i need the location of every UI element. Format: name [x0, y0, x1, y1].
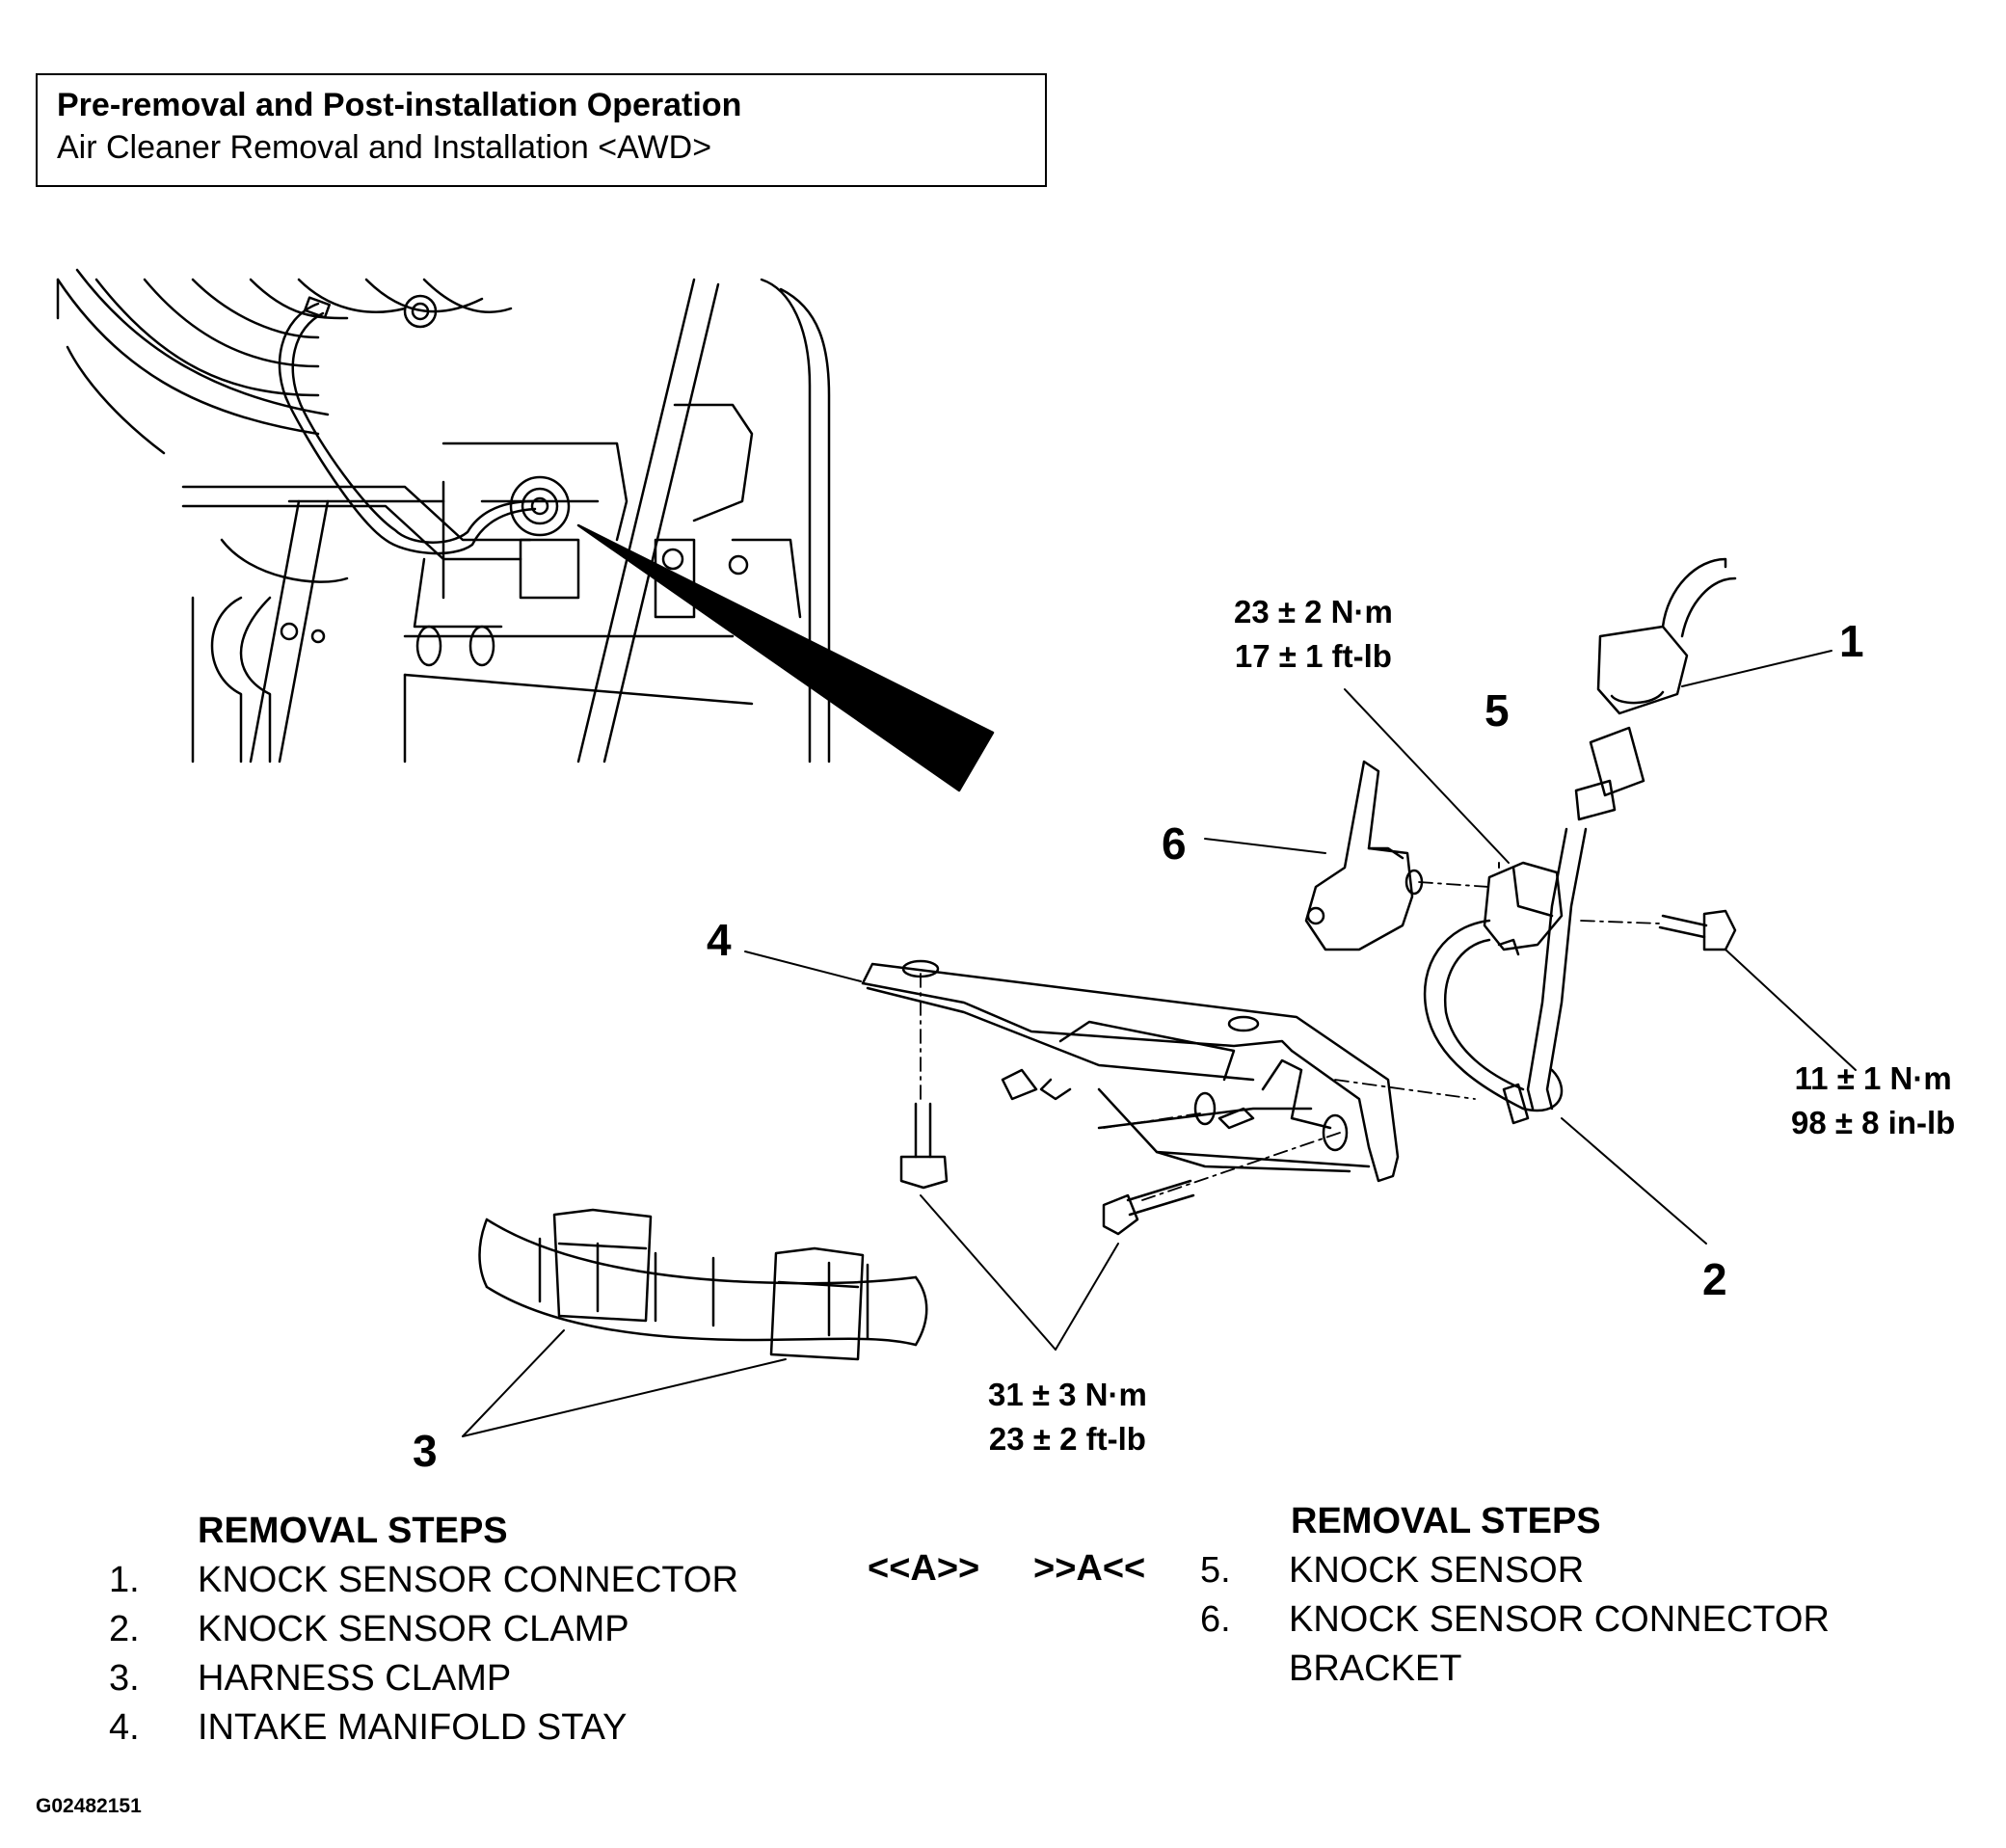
callout-6: 6 — [1162, 818, 1187, 869]
stay-bolt-horizontal — [1102, 1179, 1195, 1236]
step-number: 1. — [109, 1560, 140, 1600]
torque-sensor: 23 ± 2 N·m 17 ± 1 ft-lb — [1234, 590, 1393, 679]
knock-sensor-assembly — [1423, 557, 1737, 1125]
callout-5: 5 — [1484, 685, 1510, 736]
step-number: 3. — [109, 1658, 140, 1699]
view-pointer — [576, 523, 995, 792]
list-item: 6. KNOCK SENSOR CONNECTOR — [1200, 1595, 1830, 1645]
steps-left-heading: REMOVAL STEPS — [198, 1511, 508, 1551]
figure-id: G02482151 — [36, 1795, 142, 1817]
steps-left-list: 1. KNOCK SENSOR CONNECTOR 2. KNOCK SENSOR … — [109, 1556, 738, 1753]
step-label: KNOCK SENSOR CONNECTOR — [198, 1560, 738, 1600]
callout-3: 3 — [413, 1426, 438, 1476]
callout-1: 1 — [1839, 616, 1864, 666]
step-label: KNOCK SENSOR CONNECTOR — [1289, 1599, 1830, 1640]
step-label: BRACKET — [1289, 1648, 1462, 1689]
list-item: 5. KNOCK SENSOR — [1200, 1546, 1830, 1595]
callout-2: 2 — [1702, 1254, 1727, 1304]
list-item: 1. KNOCK SENSOR CONNECTOR — [109, 1556, 738, 1605]
step-label: KNOCK SENSOR — [1289, 1550, 1585, 1591]
step-number: 2. — [109, 1609, 140, 1649]
torque-stay-bolts-nm: 31 ± 3 N·m — [988, 1377, 1147, 1412]
torque-sensor-nm: 23 ± 2 N·m — [1234, 594, 1393, 629]
connector-bracket — [1304, 760, 1424, 951]
clamp-bolt — [1658, 909, 1737, 951]
torque-sensor-ftlb: 17 ± 1 ft-lb — [1234, 638, 1392, 675]
step-number: 6. — [1200, 1599, 1231, 1640]
step-label: INTAKE MANIFOLD STAY — [198, 1707, 628, 1748]
steps-right-heading: REMOVAL STEPS — [1291, 1501, 1601, 1541]
torque-clamp-bolt-nm: 11 ± 1 N·m — [1794, 1060, 1952, 1096]
stay-bolt-vertical — [899, 1102, 949, 1190]
list-item: 3. HARNESS CLAMP — [109, 1654, 738, 1703]
install-mark: >>A<< — [1033, 1548, 1146, 1589]
steps-right-list: 5.KNOCK SENSOR 6.KNOCK SENSOR CONNECTOR … — [1200, 1546, 1830, 1694]
engine-inset-view — [56, 268, 831, 763]
torque-clamp-bolt: 11 ± 1 N·m 98 ± 8 in-lb — [1791, 1057, 1955, 1145]
header-subtitle: Air Cleaner Removal and Installation <AW… — [57, 129, 712, 166]
step-number: 5. — [1200, 1550, 1231, 1591]
list-item: 2. KNOCK SENSOR CLAMP — [109, 1605, 738, 1654]
intake-manifold-stay — [861, 959, 1400, 1183]
list-item-continued: BRACKET — [1200, 1645, 1830, 1694]
torque-stay-bolts-ftlb: 23 ± 2 ft-lb — [988, 1421, 1146, 1458]
removal-mark: <<A>> — [868, 1548, 980, 1589]
header-title: Pre-removal and Post-installation Operat… — [57, 87, 742, 123]
step-number: 4. — [109, 1707, 140, 1748]
harness-with-clamps — [478, 1208, 928, 1361]
header-box: Pre-removal and Post-installation Operat… — [36, 73, 1047, 187]
list-item: 4. INTAKE MANIFOLD STAY — [109, 1703, 738, 1753]
torque-stay-bolts: 31 ± 3 N·m 23 ± 2 ft-lb — [988, 1373, 1147, 1461]
callout-4: 4 — [707, 915, 732, 965]
step-label: KNOCK SENSOR CLAMP — [198, 1609, 629, 1649]
torque-clamp-bolt-inlb: 98 ± 8 in-lb — [1791, 1105, 1956, 1141]
step-label: HARNESS CLAMP — [198, 1658, 512, 1699]
